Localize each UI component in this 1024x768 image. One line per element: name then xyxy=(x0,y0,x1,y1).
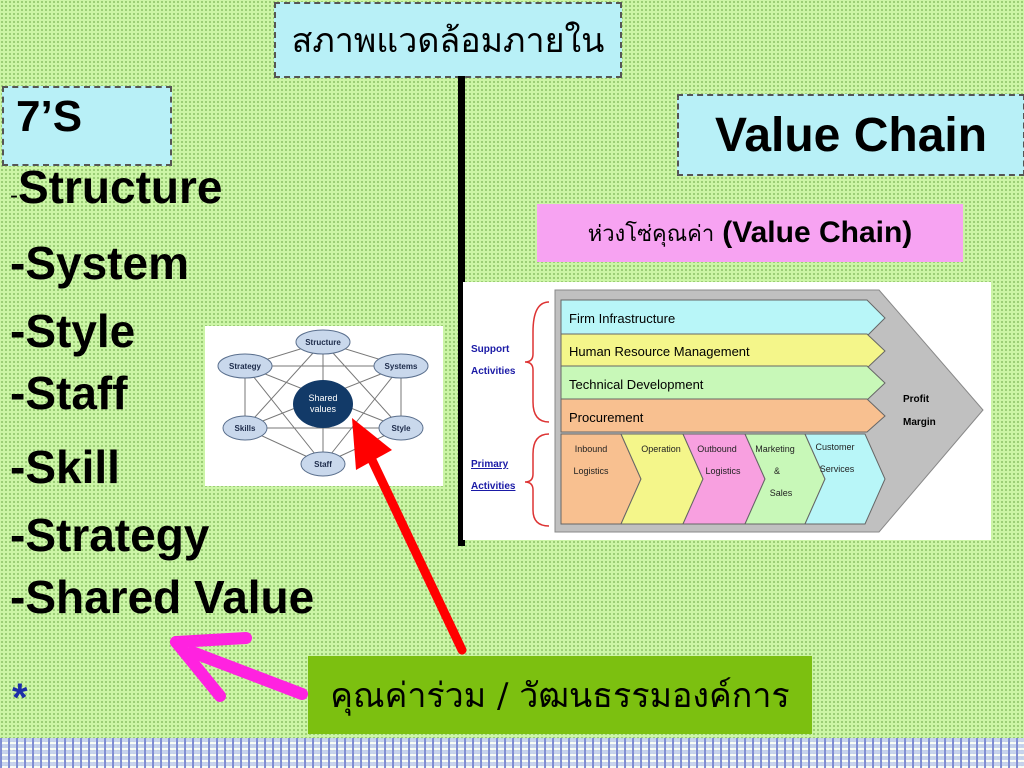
support-text-tech: Technical Development xyxy=(569,377,704,392)
shared-values-label-1: Shared xyxy=(308,393,337,403)
seven-s-title-box: 7’S xyxy=(2,86,172,166)
primary-text-marketing-1: Marketing xyxy=(755,444,795,454)
seven-s-item-strategy: -Strategy xyxy=(10,508,209,562)
value-chain-diagram-svg: Support Activities Primary Activities Fi… xyxy=(471,289,984,533)
node-label-structure: Structure xyxy=(305,338,341,347)
value-chain-title-box: Value Chain xyxy=(677,94,1024,176)
seven-s-item-staff: -Staff xyxy=(10,366,128,420)
magenta-arrow-shaft xyxy=(186,646,308,700)
seven-s-label: -Staff xyxy=(10,367,128,419)
shared-values-label-2: values xyxy=(310,404,337,414)
seven-s-item-style: -Style xyxy=(10,304,135,358)
star-mark: * xyxy=(12,676,28,720)
node-skills xyxy=(222,415,268,441)
support-text-firm: Firm Infrastructure xyxy=(569,311,675,326)
value-chain-subtitle-thai: ห่วงโซ่คุณค่า xyxy=(587,221,715,247)
seven-s-diagram: Shared values Structure Systems Style St… xyxy=(205,326,443,486)
value-chain-subtitle-box: ห่วงโซ่คุณค่า (Value Chain) xyxy=(537,204,963,262)
primary-label-1: Primary xyxy=(471,459,509,470)
support-row-procurement xyxy=(560,398,886,433)
primary-text-marketing-2: & xyxy=(774,466,780,476)
seven-s-item-shared-value: -Shared Value xyxy=(10,570,314,624)
support-text-hrm: Human Resource Management xyxy=(569,344,750,359)
primary-customer xyxy=(804,433,886,525)
node-systems xyxy=(373,353,429,379)
primary-bracket xyxy=(524,433,550,527)
support-row-hrm xyxy=(560,333,886,369)
header-title: สภาพแวดล้อมภายใน xyxy=(291,21,605,61)
primary-text-customer-2: Services xyxy=(820,464,855,474)
seven-s-label: -System xyxy=(10,237,189,289)
support-row-firm xyxy=(560,299,886,337)
node-label-skills: Skills xyxy=(235,424,256,433)
node-label-strategy: Strategy xyxy=(229,362,262,371)
node-label-style: Style xyxy=(391,424,411,433)
primary-text-inbound-1: Inbound xyxy=(575,444,608,454)
seven-s-label: -Skill xyxy=(10,441,120,493)
support-label-2: Activities xyxy=(471,366,516,377)
node-staff xyxy=(300,451,346,477)
value-chain-diagram: Support Activities Primary Activities Fi… xyxy=(463,282,991,540)
magenta-arrow-head-bottom xyxy=(170,636,226,702)
seven-s-label: -Strategy xyxy=(10,509,210,561)
primary-text-customer-1: Customer xyxy=(815,442,854,452)
seven-s-diagram-svg: Shared values Structure Systems Style St… xyxy=(217,329,429,477)
node-structure xyxy=(295,329,351,355)
seven-s-label: -Shared Value xyxy=(10,571,315,623)
value-chain-title: Value Chain xyxy=(714,108,988,162)
callout-box: คุณค่าร่วม / วัฒนธรรมองค์การ xyxy=(308,656,812,734)
seven-s-item-skill: -Skill xyxy=(10,440,120,494)
seven-s-nodes xyxy=(217,329,429,477)
seven-s-item-structure: -Structure xyxy=(10,160,222,214)
callout-text: คุณค่าร่วม / วัฒนธรรมองค์การ xyxy=(330,676,790,716)
support-label-1: Support xyxy=(471,344,510,355)
primary-text-marketing-3: Sales xyxy=(770,488,793,498)
seven-s-title: 7’S xyxy=(16,92,83,141)
primary-text-outbound-1: Outbound xyxy=(697,444,737,454)
primary-text-operation: Operation xyxy=(641,444,681,454)
bottom-pattern-strip xyxy=(0,738,1024,768)
node-label-systems: Systems xyxy=(385,362,418,371)
support-text-procurement: Procurement xyxy=(569,410,644,425)
red-arrow-shaft xyxy=(367,455,467,655)
magenta-arrow-head-top xyxy=(170,632,252,648)
node-label-staff: Staff xyxy=(314,460,332,469)
seven-s-label: -Style xyxy=(10,305,136,357)
margin-label-1: Profit xyxy=(903,394,930,405)
node-strategy xyxy=(217,353,273,379)
seven-s-dash: - xyxy=(10,182,18,209)
margin-label-2: Margin xyxy=(903,417,936,428)
header-title-box: สภาพแวดล้อมภายใน xyxy=(274,2,622,78)
vertical-divider xyxy=(458,76,465,546)
support-bracket xyxy=(524,301,550,423)
primary-text-inbound-2: Logistics xyxy=(573,466,609,476)
seven-s-label: Structure xyxy=(18,161,223,213)
value-chain-subtitle-eng: (Value Chain) xyxy=(722,216,913,249)
shared-values-node xyxy=(293,380,353,428)
primary-label-2: Activities xyxy=(471,481,516,492)
support-row-tech xyxy=(560,365,886,401)
primary-text-outbound-2: Logistics xyxy=(705,466,741,476)
seven-s-item-system: -System xyxy=(10,236,189,290)
